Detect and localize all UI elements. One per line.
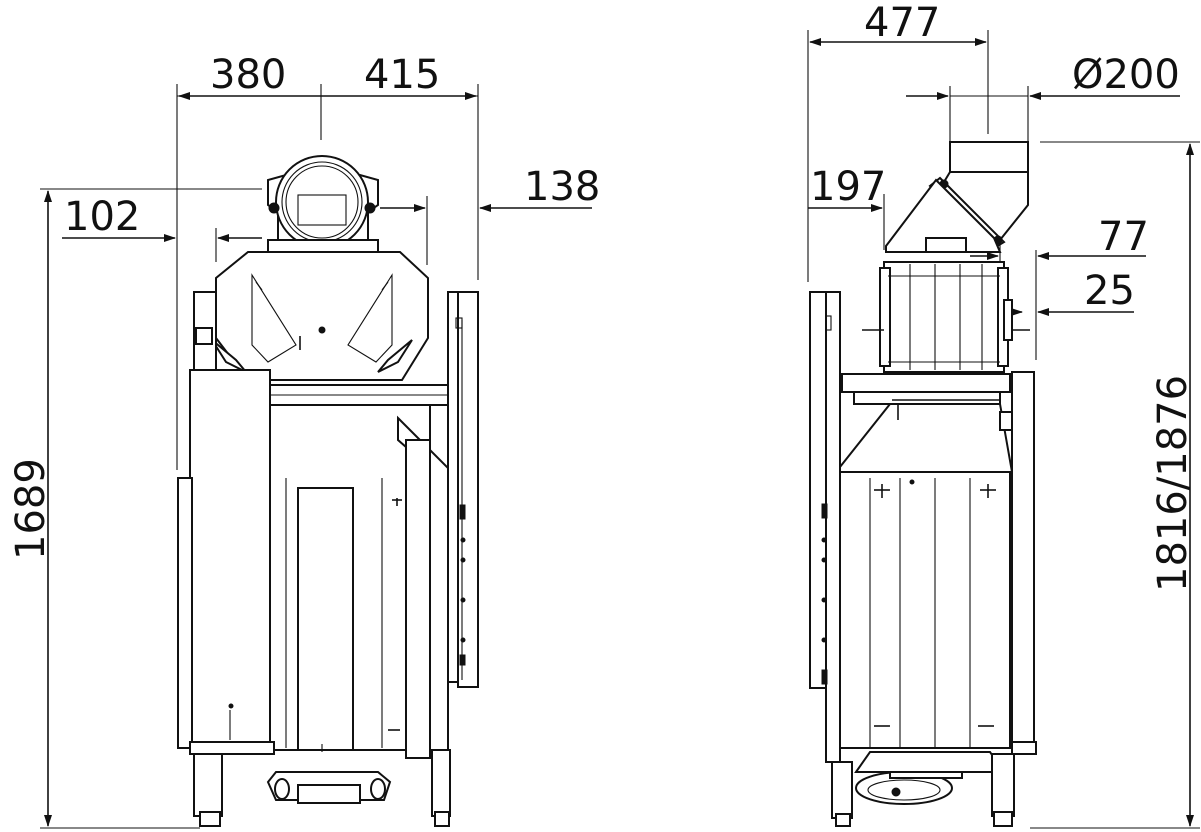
dim-77: 77 xyxy=(1098,214,1149,260)
dimension-1689: 1689 xyxy=(8,188,262,829)
dim-477: 477 xyxy=(864,0,940,46)
side-base xyxy=(831,751,1015,827)
dim-380: 380 xyxy=(210,52,286,98)
dim-200: Ø200 xyxy=(1072,52,1180,98)
side-heat-exchanger xyxy=(862,178,1030,373)
front-combustion-box xyxy=(211,251,429,381)
side-view: 477 Ø200 197 77 25 xyxy=(807,0,1200,829)
dimension-102: 102 xyxy=(62,194,262,262)
dim-102: 102 xyxy=(64,194,140,240)
dimension-1816-1876: 1816/1876 xyxy=(1030,141,1200,829)
dim-138: 138 xyxy=(524,164,600,210)
dimension-477: 477 xyxy=(807,0,989,282)
dim-1816-1876: 1816/1876 xyxy=(1150,375,1196,592)
dim-415: 415 xyxy=(364,52,440,98)
dim-25: 25 xyxy=(1084,268,1135,314)
front-flue-collar xyxy=(267,155,379,255)
front-view: 380 415 138 102 1689 xyxy=(8,52,600,829)
dimension-top-width: 380 415 xyxy=(176,52,479,470)
dim-1689: 1689 xyxy=(8,458,54,560)
front-casing xyxy=(177,291,479,759)
dimension-138: 138 xyxy=(380,164,600,265)
front-base xyxy=(193,744,451,827)
dim-197: 197 xyxy=(810,164,886,210)
dimension-197: 197 xyxy=(808,164,886,250)
dimension-diameter: Ø200 xyxy=(906,52,1180,142)
side-casing xyxy=(809,291,1037,763)
